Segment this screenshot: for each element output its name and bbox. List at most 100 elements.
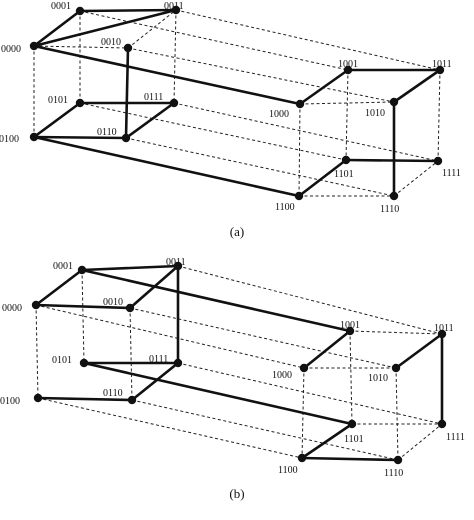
node-label-1001-b: 1001 xyxy=(340,320,360,331)
solid-edge-0100-1100-a xyxy=(32,135,301,198)
node-label-0001-a: 0001 xyxy=(51,1,71,12)
solid-edge-1100-1101-b xyxy=(300,422,354,460)
solid-edge-0001-0011-a xyxy=(78,8,178,13)
node-label-1010-b: 1010 xyxy=(368,373,388,384)
node-0000-b xyxy=(31,300,41,310)
node-labels-a: 0000 0001 0010 0011 0100 0101 0110 0111 1000 1001… xyxy=(0,1,461,215)
solid-edge-0001-1001-b xyxy=(80,268,352,333)
solid-edge-0011-0000-a xyxy=(32,8,178,48)
dashed-edge-0110-1110-a xyxy=(125,137,395,197)
dashed-edge-0110-1110-b xyxy=(131,399,399,461)
node-0011-b xyxy=(173,261,183,271)
caption-b: (b) xyxy=(229,486,244,501)
caption-a: (a) xyxy=(230,224,244,239)
solid-edge-0000-0001-b xyxy=(34,268,84,307)
solid-edge-0110-0100-b xyxy=(36,396,134,402)
node-1001-a xyxy=(343,65,353,75)
dashed-edge-1001-1101-a xyxy=(345,69,349,161)
solid-edge-0000-1000-a xyxy=(32,44,302,106)
dashed-edge-0000-0010-a xyxy=(33,45,129,49)
node-0101-b xyxy=(79,358,89,368)
dashed-edge-0111-1111-a xyxy=(173,102,439,162)
diagram-b: 0000000100100011010001010110011110001001… xyxy=(0,257,465,501)
dashed-edge-1110-1111-b xyxy=(397,423,443,461)
solid-edge-0101-1101-b xyxy=(82,361,354,426)
node-label-1000-a: 1000 xyxy=(269,109,289,120)
node-label-0000-b: 0000 xyxy=(2,303,22,314)
node-label-0010-a: 0010 xyxy=(101,37,121,48)
node-label-0101-b: 0101 xyxy=(52,355,72,366)
dashed-edge-0001-1001-a xyxy=(79,10,349,71)
node-0110-a xyxy=(121,133,131,143)
node-0010-a xyxy=(123,43,133,53)
node-label-0011-b: 0011 xyxy=(166,257,186,268)
node-label-0100-a: 0100 xyxy=(0,134,19,145)
node-label-1100-b: 1100 xyxy=(278,465,298,476)
node-label-0011-a: 0011 xyxy=(164,1,184,12)
nodes-b xyxy=(31,261,447,465)
dashed-edge-0011-1011-b xyxy=(177,265,443,335)
dashed-edge-1110-1111-a xyxy=(393,160,439,197)
dashed-edge-0010-1010-a xyxy=(127,47,395,103)
node-label-0001-b: 0001 xyxy=(53,261,73,272)
dashed-edge-0010-1010-b xyxy=(129,307,397,369)
dashed-edge-0010-0011-a xyxy=(127,9,177,49)
solid-edge-1101-1111-a xyxy=(344,158,440,163)
node-label-0010-b: 0010 xyxy=(103,297,123,308)
dashed-edge-0000-0100-b xyxy=(35,304,39,399)
dashed-edge-1001-1011-b xyxy=(349,330,443,335)
node-0001-a xyxy=(75,6,85,16)
solid-edge-0110-0100-a xyxy=(32,135,128,140)
node-1101-b xyxy=(347,419,357,429)
nodes-a xyxy=(29,5,445,201)
node-label-1000-b: 1000 xyxy=(272,370,292,381)
node-1111-b xyxy=(437,419,447,429)
node-label-0110-a: 0110 xyxy=(97,127,117,138)
node-0100-a xyxy=(29,132,39,142)
node-labels-b: 0000000100100011010001010110011110001001… xyxy=(0,257,465,479)
node-1010-b xyxy=(391,363,401,373)
dashed-edge-1001-1101-b xyxy=(349,330,353,425)
node-label-0111-a: 0111 xyxy=(144,92,163,103)
node-1000-a xyxy=(295,99,305,109)
node-1101-a xyxy=(341,155,351,165)
node-label-0000-a: 0000 xyxy=(1,44,21,55)
node-0100-b xyxy=(33,393,43,403)
node-label-0101-a: 0101 xyxy=(48,95,68,106)
dashed-edge-0011-0111-a xyxy=(173,9,177,104)
node-label-1010-a: 1010 xyxy=(365,108,385,119)
dashed-edge-0010-0110-b xyxy=(129,307,133,401)
dashed-edge-0101-1101-a xyxy=(79,102,347,161)
solid-edge-0111-0110-b xyxy=(130,361,180,402)
node-1111-a xyxy=(433,156,443,166)
node-label-1100-a: 1100 xyxy=(275,202,295,213)
node-1100-b xyxy=(297,453,307,463)
dashed-edge-0001-0101-b xyxy=(81,269,85,364)
node-1000-b xyxy=(299,363,309,373)
node-0111-b xyxy=(173,358,183,368)
node-0111-a xyxy=(169,98,179,108)
solid-edge-1001-1000-b xyxy=(302,329,352,370)
solid-edges-b xyxy=(34,264,444,462)
solid-edge-0000-0010-b xyxy=(34,303,132,310)
solid-edge-1100-1110-b xyxy=(300,456,400,462)
solid-edge-0111-0110-a xyxy=(124,101,176,140)
node-label-1110-a: 1110 xyxy=(380,204,399,215)
solid-edge-0100-0101-a xyxy=(32,101,82,139)
diagram-a: 0000 0001 0010 0011 0100 0101 0110 0111 1000 1001… xyxy=(0,1,461,239)
node-1011-a xyxy=(435,65,445,75)
node-label-1111-b: 1111 xyxy=(446,432,465,443)
solid-edges-a xyxy=(32,8,442,198)
node-label-1001-a: 1001 xyxy=(338,59,358,70)
solid-edge-1000-1001-a xyxy=(298,68,350,106)
node-1100-a xyxy=(294,191,304,201)
node-0010-b xyxy=(125,303,135,313)
dashed-edge-0011-1011-a xyxy=(175,9,441,71)
solid-edge-0010-0110-a xyxy=(124,46,130,140)
node-label-1110-b: 1110 xyxy=(384,468,403,479)
node-0110-b xyxy=(127,395,137,405)
dashed-edge-1000-1100-a xyxy=(298,103,301,197)
node-label-1111-a: 1111 xyxy=(442,168,461,179)
node-label-1011-b: 1011 xyxy=(434,323,454,334)
